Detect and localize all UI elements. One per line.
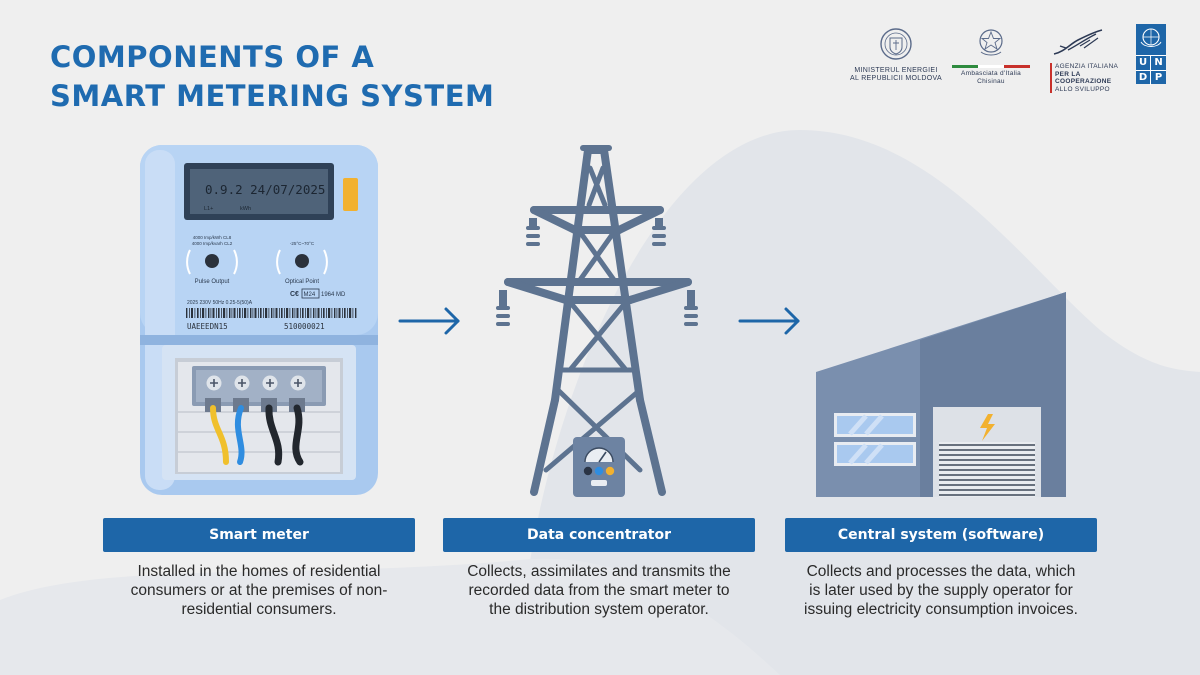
pulse-output-led: [205, 254, 219, 268]
embassy-name-line-2: Chisinau: [977, 78, 1005, 85]
aics-name-line-3: ALLO SVILUPPO: [1055, 85, 1110, 93]
label-data-concentrator: Data concentrator: [443, 518, 755, 552]
ministry-logo: MINISTERUL ENERGIEI AL REPUBLICII MOLDOV…: [842, 26, 950, 83]
page-title: COMPONENTS OF A SMART METERING SYSTEM: [50, 38, 494, 116]
description-line: Collects and processes the data, which: [806, 563, 1076, 580]
description-smart-meter: Installed in the homes of residential co…: [94, 562, 424, 619]
meter-serial-left: UAEEEDN15: [187, 322, 228, 331]
dove-icon: [1053, 29, 1103, 55]
arrow-icon: [398, 307, 460, 335]
meter-display-sub-right: kWh: [240, 206, 251, 212]
optical-point-port: [295, 254, 309, 268]
italian-emblem-icon: [979, 29, 1003, 56]
meter-temp-range: -25°C~70°C: [290, 241, 315, 246]
description-line: recorded data from the smart meter to: [468, 582, 730, 599]
undp-logo: U N D P: [1136, 24, 1166, 85]
embassy-logo: Ambasciata d'Italia Chisinau: [948, 26, 1034, 86]
meter-spec-line: 2025 230V 50Hz 0.25-5(50)A: [187, 300, 253, 306]
data-concentrator-box: [573, 437, 625, 497]
meter-cert-number: 1964: [321, 292, 335, 298]
meter-display-sub-left: L1+: [204, 206, 213, 212]
meter-barcode: [186, 308, 357, 318]
label-smart-meter: Smart meter: [103, 518, 415, 552]
meter-cert-mark: C€: [290, 291, 299, 298]
meter-cert-code: M24: [304, 292, 316, 298]
description-line: Installed in the homes of residential: [137, 563, 381, 580]
terminal-screws: [206, 375, 306, 391]
embassy-name-line-1: Ambasciata d'Italia: [960, 70, 1022, 77]
un-emblem-icon: [1140, 28, 1162, 47]
aics-name-line-2: PER LA COOPERAZIONE: [1055, 70, 1112, 86]
meter-wires: [210, 404, 304, 466]
meter-serial-right: 510000021: [284, 322, 325, 331]
undp-letter-d: D: [1136, 70, 1151, 85]
transmission-tower-illustration: [504, 145, 692, 496]
italian-flag-stripe: [952, 65, 1030, 68]
ministry-name-line-1: MINISTERUL ENERGIEI: [854, 67, 938, 74]
aics-logo: AGENZIA ITALIANA PER LA COOPERAZIONE ALL…: [1050, 28, 1120, 93]
meter-optical-label: Optical Point: [285, 279, 319, 285]
description-line: the distribution system operator.: [489, 601, 709, 618]
meter-display-reading: 0.9.2 24/07/2025: [205, 182, 325, 197]
meter-pulse-spec-line-2: 4000 Imp/kvarh CL2: [192, 241, 233, 246]
description-data-concentrator: Collects, assimilates and transmits the …: [434, 562, 764, 619]
meter-pulse-spec-line-1: 4000 Imp/kWh CL8: [193, 235, 232, 240]
title-line-2: SMART METERING SYSTEM: [50, 79, 495, 113]
coat-of-arms-icon: [880, 28, 912, 60]
description-line: issuing electricity consumption invoices…: [804, 601, 1078, 618]
aics-name-line-1: AGENZIA ITALIANA: [1055, 63, 1119, 70]
description-central-system: Collects and processes the data, which i…: [776, 562, 1106, 619]
title-line-1: COMPONENTS OF A: [50, 40, 375, 74]
description-line: is later used by the supply operator for: [809, 582, 1073, 599]
description-line: Collects, assimilates and transmits the: [467, 563, 731, 580]
undp-letter-n: N: [1154, 57, 1163, 68]
meter-cert-suffix: MD: [336, 292, 346, 298]
label-central-system: Central system (software): [785, 518, 1097, 552]
meter-pulse-label: Pulse Output: [195, 279, 230, 285]
smart-meter-illustration: 0.9.2 24/07/2025 L1+ kWh 4000 Imp/kWh CL…: [140, 145, 378, 495]
central-system-building-illustration: [816, 292, 1066, 497]
ministry-name-line-2: AL REPUBLICII MOLDOVA: [850, 75, 942, 82]
description-line: consumers or at the premises of non-: [130, 582, 388, 599]
lightning-bolt-icon: [980, 414, 995, 441]
insulator-icons: [496, 218, 698, 326]
description-line: residential consumers.: [181, 601, 337, 618]
undp-letter-p: P: [1151, 70, 1166, 85]
arrow-icon: [738, 307, 800, 335]
undp-letter-u: U: [1136, 56, 1151, 70]
